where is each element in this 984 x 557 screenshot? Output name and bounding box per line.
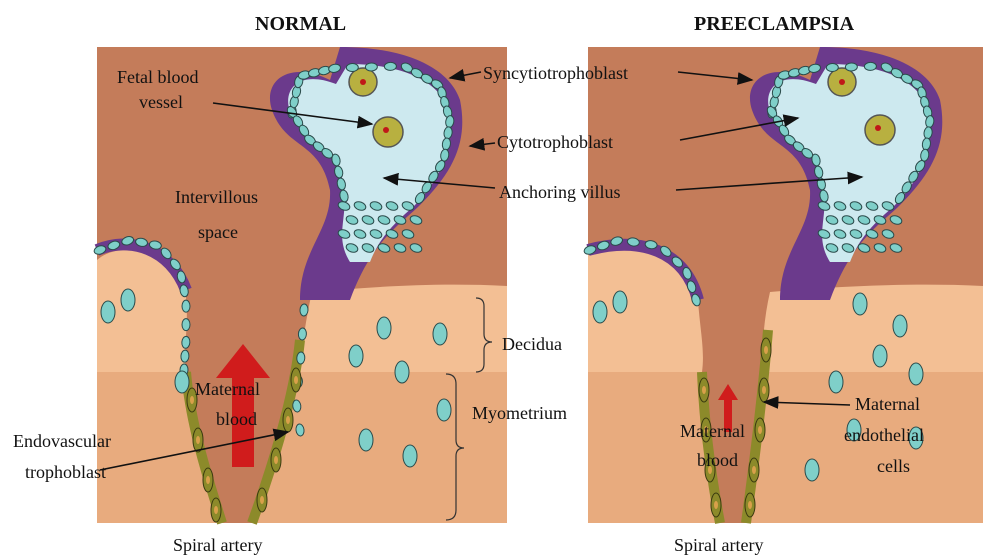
- title-normal: NORMAL: [255, 13, 346, 35]
- cytotrophoblast-cell: [853, 293, 867, 315]
- endothelial-cell-nucleus: [294, 376, 298, 384]
- endothelial-cell-nucleus: [206, 476, 210, 484]
- label-intervillous-2: space: [198, 222, 238, 242]
- cytotrophoblast-cell: [346, 63, 358, 71]
- cytotrophoblast-cell: [101, 301, 115, 323]
- endothelial-cell-nucleus: [196, 436, 200, 444]
- cytotrophoblast-cell: [384, 62, 396, 70]
- label-cytotrophoblast: Cytotrophoblast: [497, 132, 613, 152]
- label-decidua: Decidua: [502, 334, 562, 354]
- endothelial-cell-nucleus: [286, 416, 290, 424]
- label-endovascular-1: Endovascular: [13, 431, 111, 451]
- endothelial-cell-nucleus: [714, 501, 718, 509]
- endothelial-cell-nucleus: [274, 456, 278, 464]
- label-endovascular-2: trophoblast: [25, 462, 106, 482]
- endothelial-cell-nucleus: [190, 396, 194, 404]
- cytotrophoblast-cell: [121, 289, 135, 311]
- cytotrophoblast-cell: [845, 63, 857, 71]
- label-maternal-blood-pe-1: Maternal: [680, 421, 745, 441]
- cytotrophoblast-cell: [175, 371, 189, 393]
- cytotrophoblast-cell: [864, 62, 876, 70]
- label-spiral-artery-right: Spiral artery: [674, 535, 763, 555]
- label-maternal-endothelial-1: Maternal: [855, 394, 920, 414]
- cytotrophoblast-cell: [377, 317, 391, 339]
- cytotrophoblast-cell: [349, 345, 363, 367]
- panel-preeclampsia: [588, 47, 983, 523]
- cytotrophoblast-cell: [365, 63, 377, 71]
- cytotrophoblast-cell: [805, 459, 819, 481]
- endothelial-cell-nucleus: [764, 346, 768, 354]
- label-maternal-blood-normal-1: Maternal: [195, 379, 260, 399]
- cytotrophoblast-cell: [359, 429, 373, 451]
- label-myometrium: Myometrium: [472, 403, 567, 423]
- cytotrophoblast-cell: [826, 63, 838, 71]
- endothelial-cell-nucleus: [260, 496, 264, 504]
- cytotrophoblast-cell: [613, 291, 627, 313]
- cytotrophoblast-cell: [182, 300, 190, 312]
- cytotrophoblast-cell: [298, 328, 307, 341]
- label-maternal-blood-normal-2: blood: [216, 409, 257, 429]
- label-maternal-endothelial-2: endothelial: [844, 425, 924, 445]
- cytotrophoblast-cell: [181, 336, 190, 349]
- cytotrophoblast-cell: [873, 345, 887, 367]
- endothelial-cell-nucleus: [752, 466, 756, 474]
- endothelial-cell-nucleus: [762, 386, 766, 394]
- endothelial-cell-nucleus: [748, 501, 752, 509]
- label-fetal-blood-vessel-1: Fetal blood: [117, 67, 199, 87]
- cytotrophoblast-cell: [395, 361, 409, 383]
- label-maternal-endothelial-3: cells: [877, 456, 910, 476]
- label-syncytiotrophoblast: Syncytiotrophoblast: [483, 63, 628, 83]
- cytotrophoblast-cell: [403, 445, 417, 467]
- label-anchoring-villus: Anchoring villus: [499, 182, 621, 202]
- cytotrophoblast-cell: [893, 315, 907, 337]
- cytotrophoblast-cell: [909, 363, 923, 385]
- cytotrophoblast-cell: [433, 323, 447, 345]
- label-intervillous-1: Intervillous: [175, 187, 258, 207]
- cytotrophoblast-cell: [296, 352, 305, 365]
- cytotrophoblast-cell: [182, 319, 190, 331]
- label-fetal-blood-vessel-2: vessel: [139, 92, 183, 112]
- title-preeclampsia: PREECLAMPSIA: [694, 13, 855, 35]
- panel-normal: [97, 47, 507, 523]
- label-maternal-blood-pe-2: blood: [697, 450, 738, 470]
- label-spiral-artery-left: Spiral artery: [173, 535, 262, 555]
- cytotrophoblast-cell: [829, 371, 843, 393]
- endothelial-cell-nucleus: [214, 506, 218, 514]
- cytotrophoblast-cell: [300, 304, 309, 317]
- cytotrophoblast-cell: [181, 350, 190, 363]
- endothelial-cell-nucleus: [758, 426, 762, 434]
- endothelial-cell-nucleus: [702, 386, 706, 394]
- cytotrophoblast-cell: [593, 301, 607, 323]
- cytotrophoblast-cell: [437, 399, 451, 421]
